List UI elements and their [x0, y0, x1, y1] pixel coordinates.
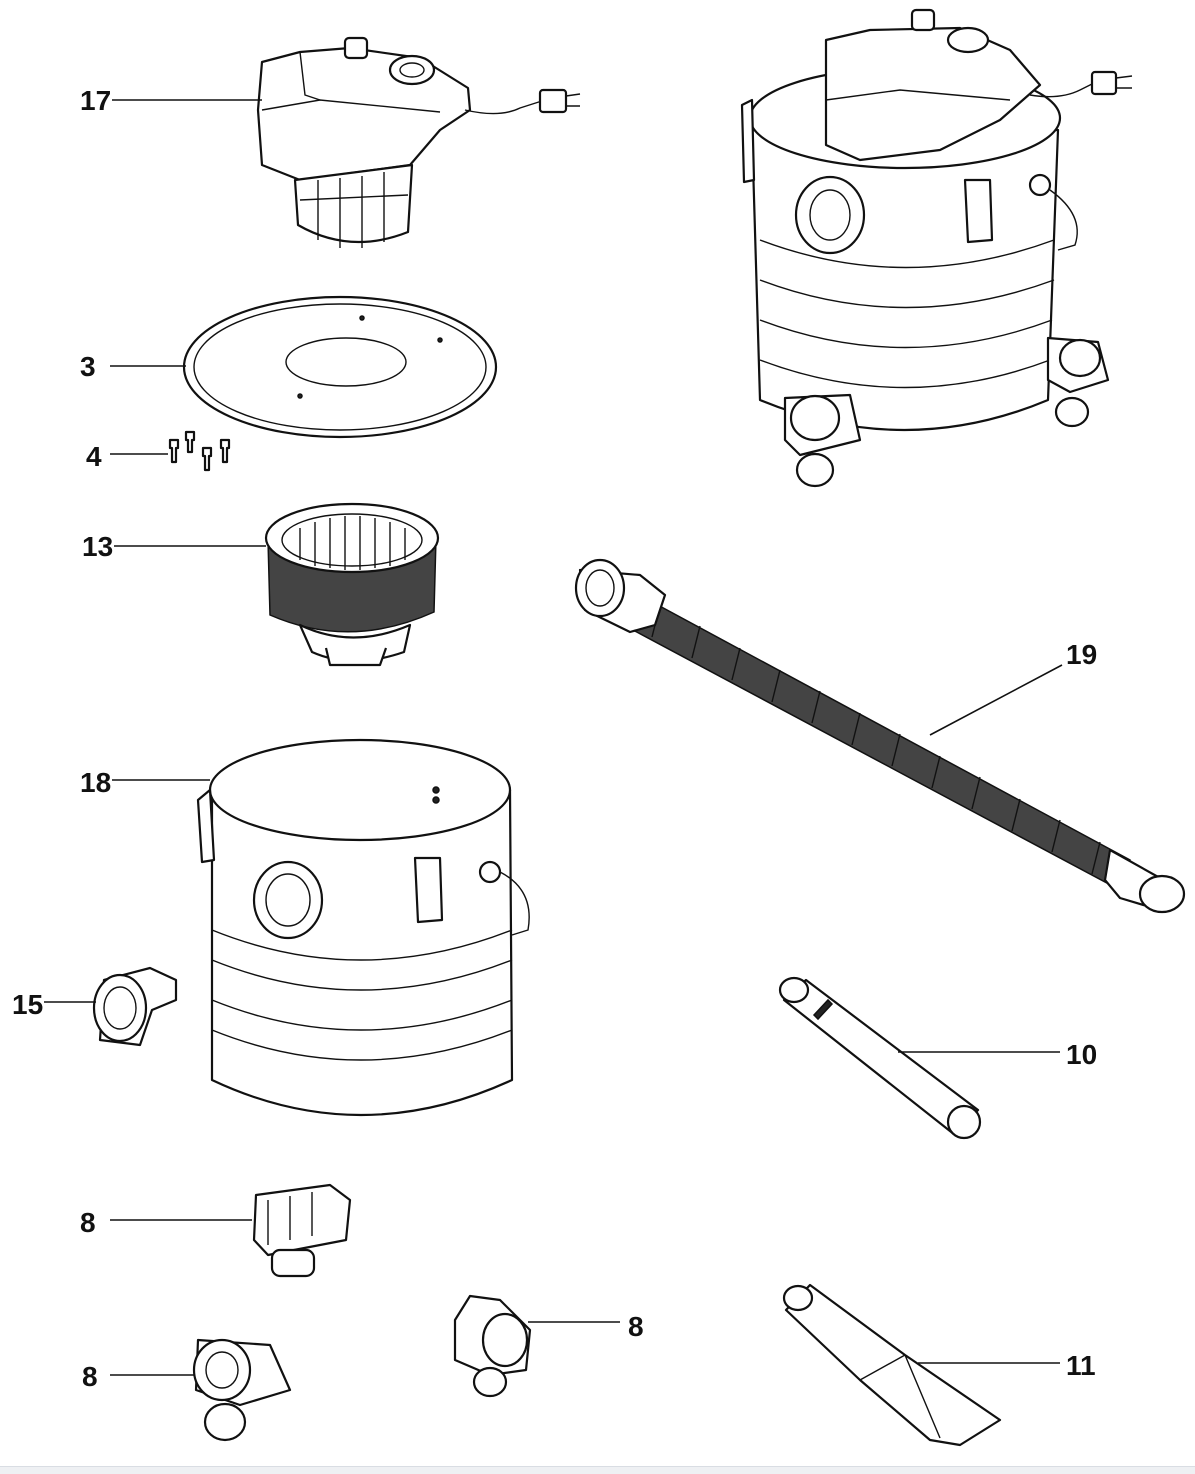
label-15: 15	[12, 989, 43, 1020]
cartridge-filter-part	[264, 502, 440, 667]
extension-wand-part	[778, 976, 982, 1140]
label-8b: 8	[82, 1361, 98, 1392]
hose-part	[574, 558, 1186, 914]
label-8c: 8	[628, 1311, 644, 1342]
label-13: 13	[82, 531, 113, 562]
label-3: 3	[80, 351, 96, 382]
caster-bracket-c-part	[453, 1294, 532, 1398]
crevice-tool-part	[782, 1283, 1002, 1447]
label-8a: 8	[80, 1207, 96, 1238]
caster-bracket-b-part	[192, 1338, 292, 1442]
bottom-edge-bar	[0, 1466, 1195, 1474]
label-10: 10	[1066, 1039, 1097, 1070]
label-19: 19	[1066, 639, 1097, 670]
filter-plate-part	[182, 295, 498, 439]
caster-bracket-a-part	[252, 1183, 352, 1278]
tank-inlet-part	[92, 966, 178, 1047]
assembled-vacuum-illustration	[740, 8, 1133, 488]
label-18: 18	[80, 767, 111, 798]
label-11: 11	[1066, 1350, 1096, 1381]
tank-part	[196, 738, 530, 1117]
screws-part	[168, 430, 231, 472]
label-17: 17	[80, 85, 111, 116]
leader-line-19	[929, 664, 1063, 736]
label-4: 4	[86, 441, 102, 472]
power-head-part	[256, 36, 581, 248]
